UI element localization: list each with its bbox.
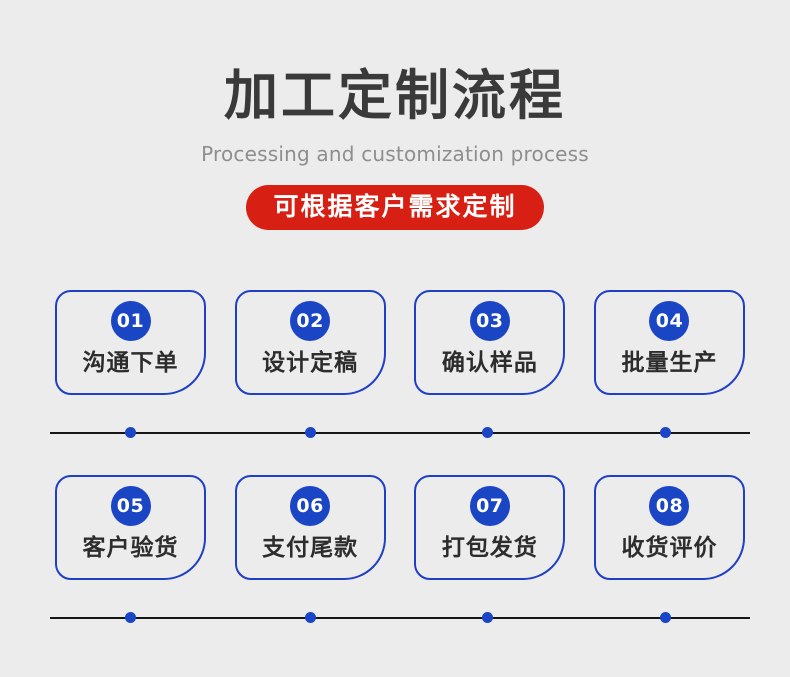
step-card-08[interactable]: 08 收货评价	[593, 475, 745, 580]
steps-row-two-cards: 05 客户验货 06 支付尾款 07 打包发货 08 收货评价	[55, 475, 745, 580]
step-number-badge-05: 05	[110, 486, 151, 526]
steps-section: 01 沟通下单 02 设计定稿 03 确认样品 04 批量生产	[0, 290, 790, 660]
page-title: 加工定制流程	[224, 64, 566, 127]
step-card-03[interactable]: 03 确认样品	[414, 290, 566, 395]
step-number-badge-04: 04	[649, 301, 690, 341]
connector-dot-06	[304, 612, 316, 623]
step-label-05: 客户验货	[82, 535, 179, 561]
step-label-04: 批量生产	[621, 350, 718, 376]
step-label-07: 打包发货	[441, 535, 538, 561]
steps-row-one: 01 沟通下单 02 设计定稿 03 确认样品 04 批量生产	[0, 290, 790, 475]
step-card-05[interactable]: 05 客户验货	[55, 475, 206, 580]
step-number-badge-08: 08	[649, 486, 690, 526]
page-header: 加工定制流程 Processing and customization proc…	[0, 0, 790, 230]
step-label-03: 确认样品	[441, 350, 538, 376]
steps-row-two: 05 客户验货 06 支付尾款 07 打包发货 08 收货评价	[0, 475, 790, 660]
step-number-badge-02: 02	[290, 301, 331, 341]
step-number-badge-01: 01	[110, 301, 151, 341]
connector-dot-08	[659, 612, 671, 623]
step-card-07[interactable]: 07 打包发货	[414, 475, 566, 580]
connector-rule	[50, 617, 750, 619]
step-card-02[interactable]: 02 设计定稿	[234, 290, 386, 395]
steps-row-one-cards: 01 沟通下单 02 设计定稿 03 确认样品 04 批量生产	[55, 290, 745, 395]
connector-dot-02	[304, 427, 316, 438]
step-label-06: 支付尾款	[262, 535, 359, 561]
connector-rule	[50, 432, 750, 434]
connector-dot-07	[481, 612, 493, 623]
step-number-badge-03: 03	[469, 301, 510, 341]
connector-line-row-two	[50, 612, 750, 624]
badge-container: 可根据客户需求定制	[0, 167, 790, 230]
step-card-04[interactable]: 04 批量生产	[593, 290, 745, 395]
step-number-badge-06: 06	[290, 486, 331, 526]
connector-dot-05	[124, 612, 136, 623]
page-subtitle: Processing and customization process	[201, 142, 589, 166]
customization-badge: 可根据客户需求定制	[246, 185, 544, 230]
connector-dot-04	[659, 427, 671, 438]
connector-dot-01	[124, 427, 136, 438]
connector-line-row-one	[50, 427, 750, 439]
step-card-06[interactable]: 06 支付尾款	[234, 475, 386, 580]
step-number-badge-07: 07	[469, 486, 510, 526]
step-label-08: 收货评价	[621, 535, 718, 561]
step-label-01: 沟通下单	[82, 350, 179, 376]
step-label-02: 设计定稿	[262, 350, 359, 376]
connector-dot-03	[481, 427, 493, 438]
step-card-01[interactable]: 01 沟通下单	[55, 290, 206, 395]
